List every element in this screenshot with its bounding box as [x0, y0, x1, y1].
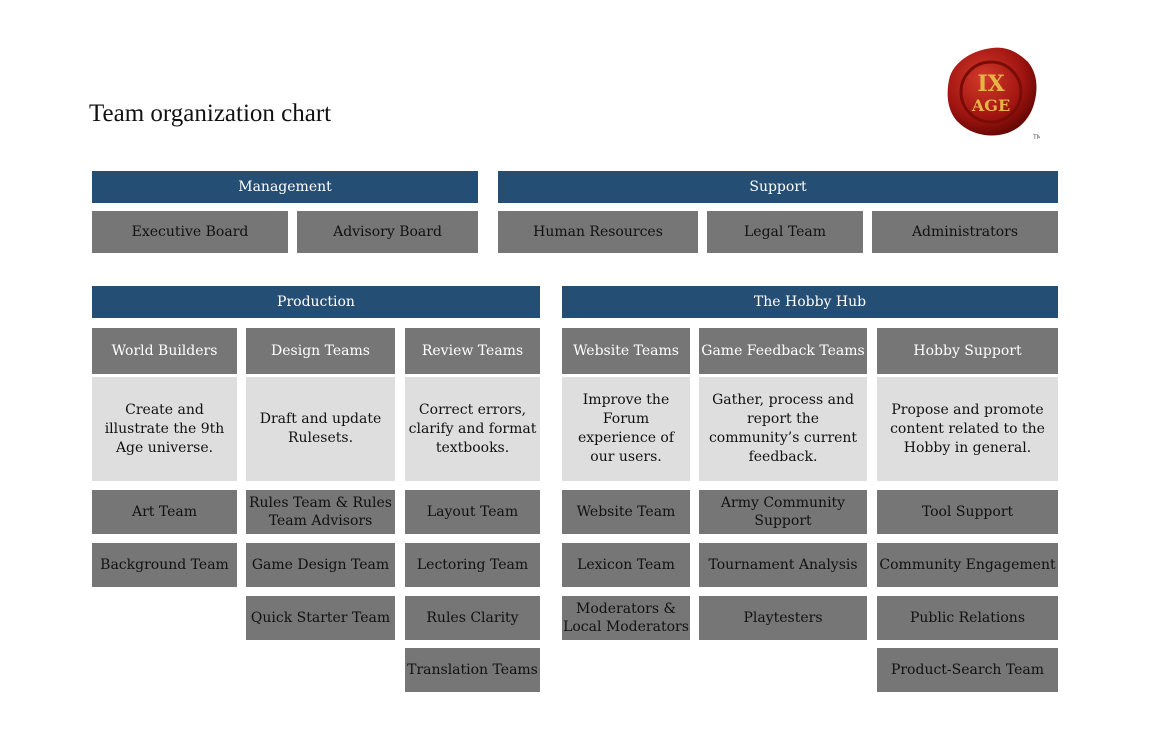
team-box: Lectoring Team: [405, 543, 540, 587]
team-box: Product-Search Team: [877, 648, 1058, 692]
team-box: Tournament Analysis: [699, 543, 867, 587]
team-box: Art Team: [92, 490, 237, 534]
column-description: Draft and update Rulesets.: [246, 377, 395, 481]
support-item: Administrators: [872, 211, 1058, 253]
svg-text:AGE: AGE: [971, 96, 1010, 115]
column-description: Improve the Forum experience of our user…: [562, 377, 690, 481]
column-description: Propose and promote content related to t…: [877, 377, 1058, 481]
management-item: Executive Board: [92, 211, 288, 253]
team-box: Public Relations: [877, 596, 1058, 640]
team-box: Layout Team: [405, 490, 540, 534]
section-header-production: Production: [92, 286, 540, 318]
column-header: Game Feedback Teams: [699, 328, 867, 374]
section-header-hobby-hub: The Hobby Hub: [562, 286, 1058, 318]
page-title: Team organization chart: [89, 100, 332, 127]
team-box: Community Engagement: [877, 543, 1058, 587]
svg-text:TM: TM: [1032, 134, 1040, 141]
column-header: Review Teams: [405, 328, 540, 374]
column-header: Design Teams: [246, 328, 395, 374]
team-box: Website Team: [562, 490, 690, 534]
team-box: Translation Teams: [405, 648, 540, 692]
team-box: Army Community Support: [699, 490, 867, 534]
column-header: Hobby Support: [877, 328, 1058, 374]
team-box: Game Design Team: [246, 543, 395, 587]
section-header-management: Management: [92, 171, 478, 203]
column-description: Gather, process and report the community…: [699, 377, 867, 481]
support-item: Legal Team: [707, 211, 863, 253]
column-header: World Builders: [92, 328, 237, 374]
management-item: Advisory Board: [297, 211, 478, 253]
column-description: Correct errors, clarify and format textb…: [405, 377, 540, 481]
team-box: Moderators & Local Moderators: [562, 596, 690, 640]
section-header-support: Support: [498, 171, 1058, 203]
ninth-age-seal-logo: IX AGE TM: [947, 47, 1040, 141]
team-box: Rules Clarity: [405, 596, 540, 640]
team-box: Tool Support: [877, 490, 1058, 534]
column-description: Create and illustrate the 9th Age univer…: [92, 377, 237, 481]
team-box: Playtesters: [699, 596, 867, 640]
team-box: Quick Starter Team: [246, 596, 395, 640]
svg-text:IX: IX: [977, 71, 1005, 97]
team-box: Lexicon Team: [562, 543, 690, 587]
team-box: Background Team: [92, 543, 237, 587]
support-item: Human Resources: [498, 211, 698, 253]
team-box: Rules Team & Rules Team Advisors: [246, 490, 395, 534]
column-header: Website Teams: [562, 328, 690, 374]
